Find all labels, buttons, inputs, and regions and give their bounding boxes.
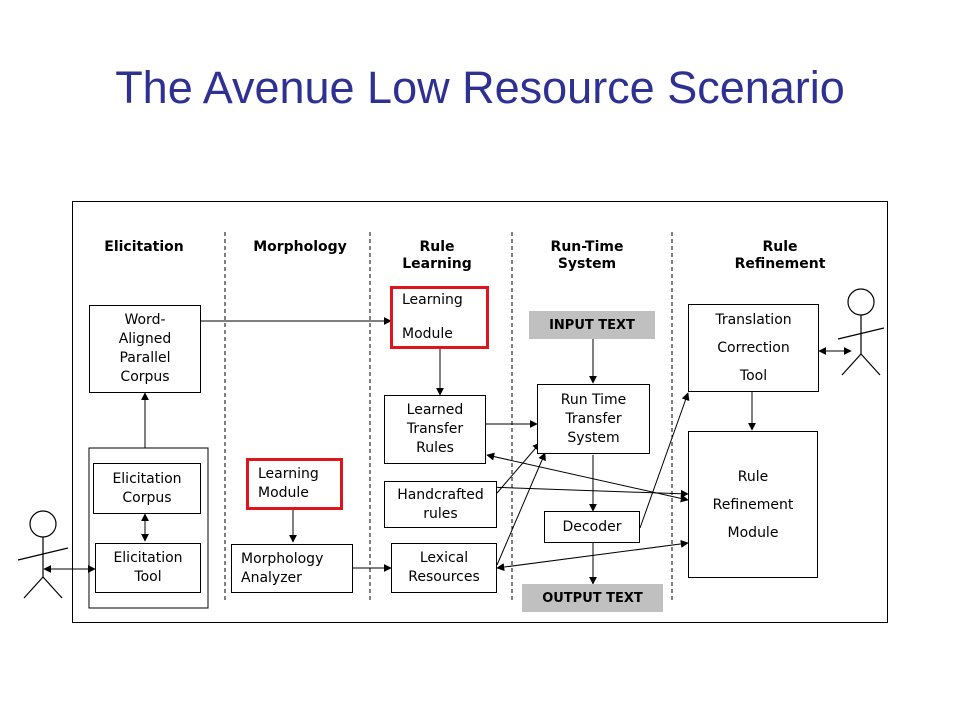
column-header-run-time-system: Run-Time System: [550, 239, 624, 272]
elicitation-tool-box: Elicitation Tool: [95, 543, 201, 593]
arrow-handcrafted-to-runtime: [496, 442, 541, 494]
elicitation-group-box: [88, 447, 209, 609]
elicitation-corpus-box: Elicitation Corpus: [93, 463, 201, 514]
lexical-resources-box: Lexical Resources: [391, 543, 497, 593]
word-aligned-parallel-corpus-box: Word- Aligned Parallel Corpus: [89, 305, 201, 393]
arrow-refinement-lexical: [496, 539, 689, 572]
user-figure-left: [17, 510, 69, 599]
output-text-label: OUTPUT TEXT: [522, 584, 663, 612]
morphology-learning-module-box: Learning Module: [246, 458, 343, 510]
arrow-lexical-to-runtime: [496, 452, 546, 566]
column-header-rule-learning: Rule Learning: [402, 239, 472, 272]
translation-correction-tool-box: Translation Correction Tool: [688, 304, 819, 392]
decoder-box: Decoder: [544, 511, 640, 543]
column-header-morphology: Morphology: [253, 239, 347, 255]
run-time-transfer-system-box: Run Time Transfer System: [537, 384, 650, 454]
rule-learning-module-box: Learning Module: [390, 286, 489, 349]
rule-refinement-module-box: Rule Refinement Module: [688, 431, 818, 578]
page-title: The Avenue Low Resource Scenario: [115, 62, 845, 113]
input-text-label: INPUT TEXT: [529, 311, 655, 339]
handcrafted-rules-box: Handcrafted rules: [384, 481, 497, 528]
column-header-rule-refinement: Rule Refinement: [734, 239, 826, 272]
diagram-frame: [72, 201, 888, 623]
column-separators: [224, 232, 673, 600]
arrow-handcrafted-to-refinement: [485, 486, 689, 498]
user-figure-right: [837, 288, 885, 376]
morphology-analyzer-box: Morphology Analyzer: [231, 544, 353, 593]
learned-transfer-rules-box: Learned Transfer Rules: [384, 395, 486, 464]
column-header-elicitation: Elicitation: [104, 239, 184, 255]
